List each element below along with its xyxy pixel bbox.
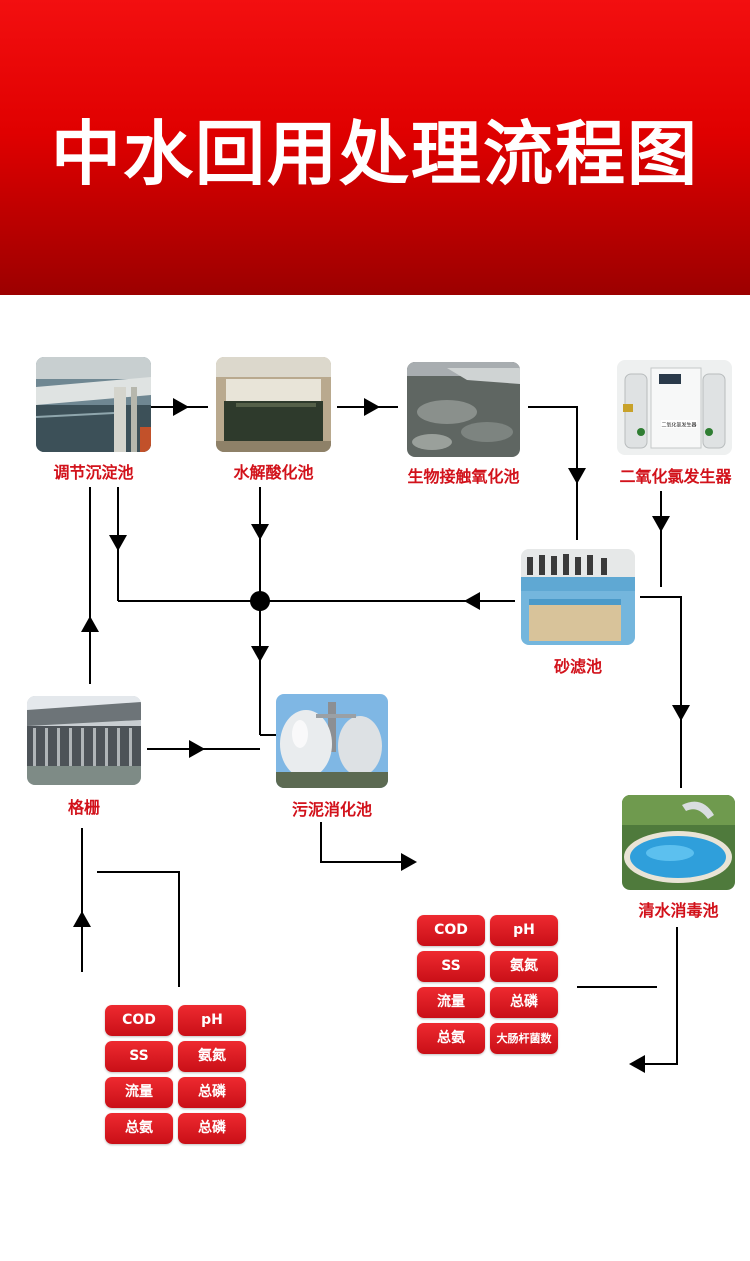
inlet-indicator: 总磷 (178, 1077, 246, 1108)
clear-water-label: 清水消毒池 (638, 901, 719, 920)
sludge-digester-photo (276, 694, 388, 788)
inlet-indicator: COD (105, 1005, 173, 1036)
inlet-indicator: 氨氮 (178, 1041, 246, 1072)
chlorine-generator-label: 二氧化氯发生器 (619, 467, 732, 486)
arrow-right-1 (173, 398, 189, 416)
outlet-indicator: 大肠杆菌数 (490, 1023, 558, 1054)
arrow-down-contact (568, 468, 586, 484)
arrow-down-hydrolysis (251, 524, 269, 540)
inlet-indicator: 流量 (105, 1077, 173, 1108)
inlet-indicator: 总磷 (178, 1113, 246, 1144)
adjust-tank-label: 调节沉淀池 (53, 463, 134, 482)
equipment-plate-text: 二氧化氯发生器 (661, 422, 696, 429)
sludge-digester-label: 污泥消化池 (291, 800, 372, 819)
grille-label: 格栅 (67, 798, 100, 817)
arrow-left-sand (464, 592, 480, 610)
hydrolysis-tank-photo (216, 357, 331, 452)
arrow-up-grille (81, 616, 99, 632)
hydrolysis-tank-label: 水解酸化池 (233, 463, 314, 482)
outlet-indicator: COD (417, 915, 485, 946)
arrow-up-inlet (73, 911, 91, 927)
clear-water-photo (622, 795, 735, 890)
outlet-indicator: 总磷 (490, 987, 558, 1018)
outlet-indicator: 流量 (417, 987, 485, 1018)
outlet-indicator: 总氨 (417, 1023, 485, 1054)
adjust-tank-photo (36, 357, 151, 452)
arrow-right-grille (189, 740, 205, 758)
inlet-indicator: 总氨 (105, 1113, 173, 1144)
chlorine-generator-photo: 二氧化氯发生器 (617, 360, 732, 455)
sand-filter-label: 砂滤池 (553, 657, 602, 676)
outlet-indicator: pH (490, 915, 558, 946)
page-title: 中水回用处理流程图 (51, 113, 699, 195)
arrow-down-clearwater (672, 705, 690, 721)
grille-photo (27, 696, 141, 785)
inlet-indicator: pH (178, 1005, 246, 1036)
contact-oxidation-photo (407, 362, 520, 457)
arrow-down-chlorine (652, 516, 670, 532)
sand-filter-photo (521, 549, 635, 645)
outlet-indicator: 氨氮 (490, 951, 558, 982)
inlet-indicator: SS (105, 1041, 173, 1072)
header-banner: 中水回用处理流程图 (0, 0, 750, 295)
arrow-left-outlet (629, 1055, 645, 1073)
arrow-down-adjust (109, 535, 127, 551)
arrow-right-2 (364, 398, 380, 416)
contact-oxidation-label: 生物接触氧化池 (407, 467, 520, 486)
junction-dot (250, 591, 270, 611)
arrow-right-sludge-out (401, 853, 417, 871)
outlet-indicator: SS (417, 951, 485, 982)
arrow-down-sludge (251, 646, 269, 662)
